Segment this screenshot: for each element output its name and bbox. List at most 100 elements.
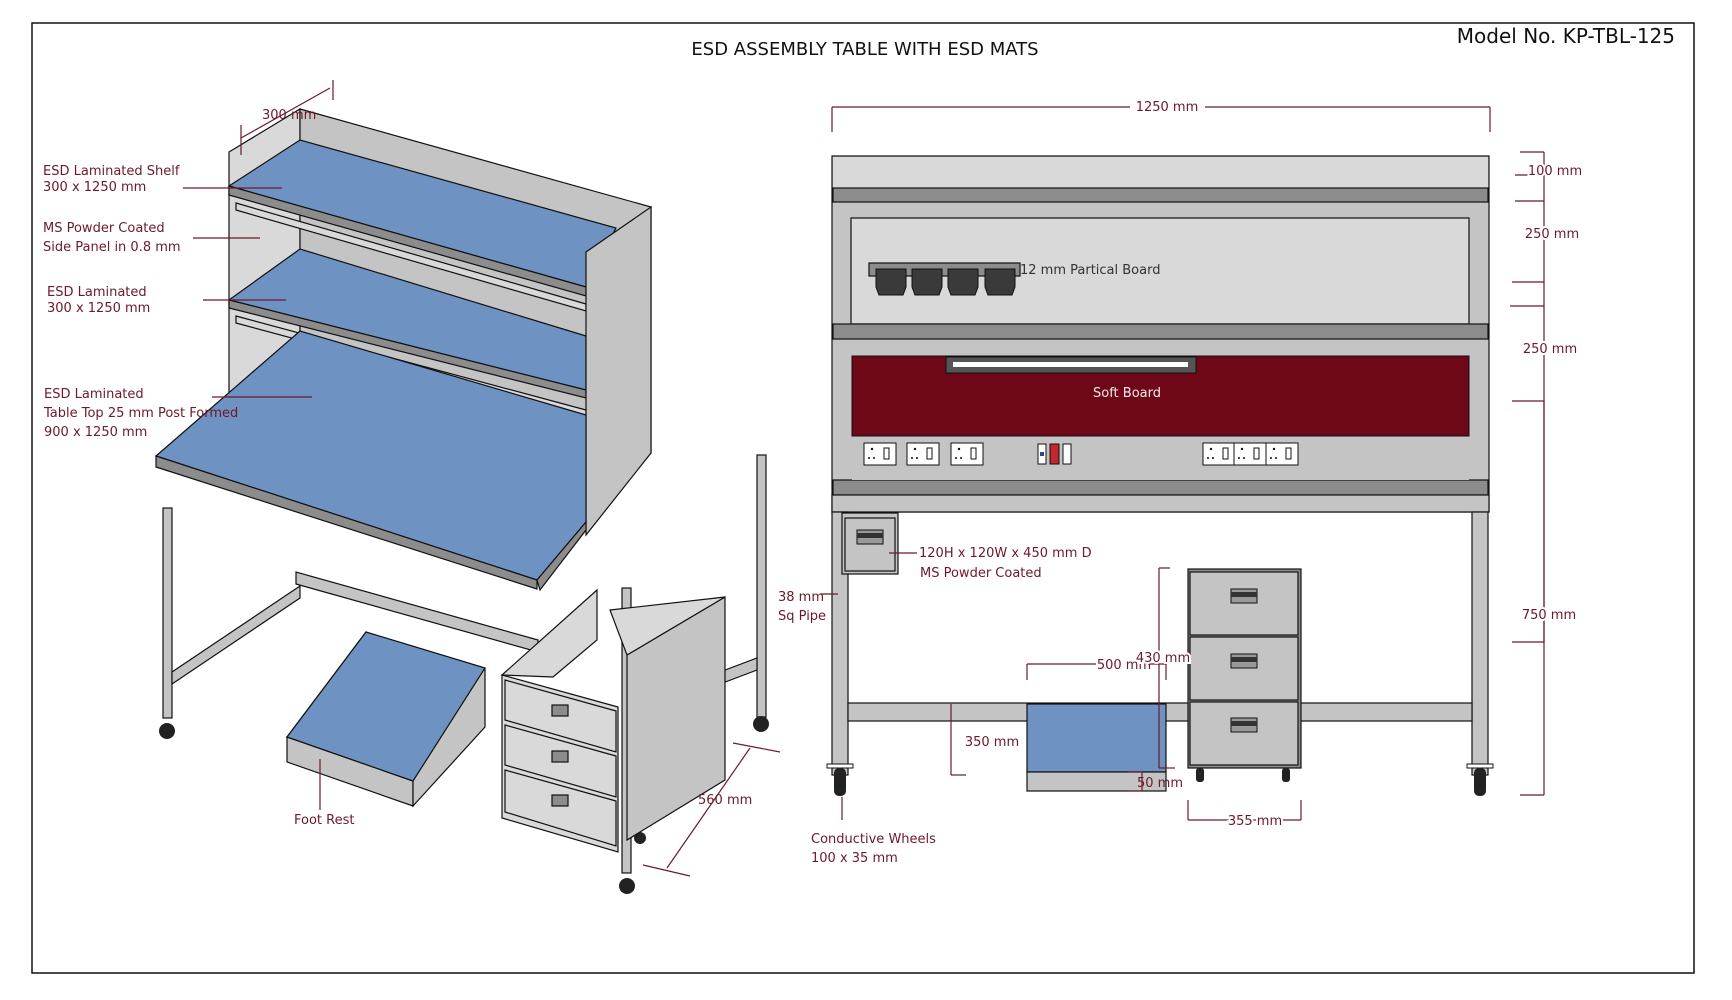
drawer-handle-icon [551, 794, 569, 807]
dim-height-table: 750 mm [1522, 608, 1576, 623]
bin-icon[interactable] [947, 268, 979, 296]
socket-strip [852, 437, 1469, 480]
pedestal-drawer-3[interactable] [1189, 701, 1299, 766]
callout-side-panel-1: MS Powder Coated [43, 221, 165, 236]
dim-foot-rest-height: 350 mm [965, 735, 1019, 750]
tube-light-lamp [953, 362, 1188, 367]
front-foot-rest-base [1026, 771, 1167, 792]
sockets-right [1202, 442, 1299, 466]
bin-icon[interactable] [984, 268, 1016, 296]
iso-side-rail [171, 584, 301, 686]
label-wheels-2: 100 x 35 mm [811, 851, 898, 866]
switches [1037, 443, 1072, 465]
bins [875, 268, 1016, 296]
drawer-handle-slot [1231, 721, 1257, 726]
iso-wheel [753, 716, 769, 732]
dim-foot-rest-width: 500 mm [1097, 658, 1151, 673]
bin-icon[interactable] [911, 268, 943, 296]
callout-mid-shelf-2: 300 x 1250 mm [47, 301, 150, 316]
dim-pedestal-width: 355 mm [1228, 814, 1282, 829]
iso-right-side-panel [585, 205, 652, 537]
label-small-drawer-2: MS Powder Coated [920, 566, 1042, 581]
wheel-icon [1282, 768, 1290, 782]
drawer-handle-slot [1231, 657, 1257, 662]
dimension-tick [732, 742, 781, 753]
table-top-front [831, 494, 1490, 513]
leg-right [1471, 511, 1489, 776]
sockets-left [863, 442, 984, 466]
iso-table-top-edge [155, 455, 538, 590]
iso-wheel [634, 832, 646, 844]
switch-red-icon[interactable] [1049, 443, 1060, 465]
dim-pedestal-width-bg: 355 mm [1228, 814, 1282, 829]
socket-icon[interactable] [863, 442, 897, 466]
label-partical-board: 12 mm Partical Board [1020, 263, 1160, 278]
hutch-top-panel [833, 157, 1488, 188]
iso-drawer-pedestal [500, 588, 726, 853]
dimension-line [666, 747, 751, 869]
iso-foot-rest-mat [286, 631, 486, 782]
drawing-border [31, 22, 1695, 974]
bin-rail [868, 262, 1021, 277]
callout-side-panel-2: Side Panel in 0.8 mm [43, 240, 181, 255]
front-foot-rest-mat [1026, 703, 1167, 773]
iso-pedestal-top-back [609, 596, 726, 656]
socket-icon[interactable] [1233, 442, 1267, 466]
iso-drawer-3 [504, 769, 617, 847]
wheel-icon [834, 768, 846, 796]
dim-pedestal-height: 430 mm [1136, 651, 1190, 666]
dim-height-bg: 250 mm [1525, 227, 1579, 242]
drawer-handle-icon [551, 704, 569, 717]
dim-depth-drawer: 560 mm [698, 793, 752, 808]
dim-height-bg: 250 mm [1523, 342, 1577, 357]
switch-icon[interactable] [1062, 443, 1072, 465]
label-wheels-1: Conductive Wheels [811, 832, 936, 847]
label-pipe-1: 38 mm [778, 590, 824, 605]
iso-wheel [619, 878, 635, 894]
dim-pedestal-height-bg: 430 mm [1136, 651, 1190, 666]
bin-icon[interactable] [875, 268, 907, 296]
model-number: Model No. KP-TBL-125 [1457, 24, 1675, 48]
drawing-title: ESD ASSEMBLY TABLE WITH ESD MATS [691, 39, 1038, 60]
dim-foot-rest-base: 50 mm [1137, 776, 1183, 791]
wheel-mount [826, 763, 854, 769]
socket-icon[interactable] [950, 442, 984, 466]
iso-pedestal-top [500, 588, 598, 678]
label-pipe-2: Sq Pipe [778, 609, 826, 624]
socket-icon[interactable] [906, 442, 940, 466]
socket-pins [868, 447, 1292, 460]
iso-table-top-side-edge [536, 520, 587, 592]
hutch-top-rail [832, 187, 1489, 203]
dim-width: 1250 mm [1136, 100, 1199, 115]
socket-icon[interactable] [1202, 442, 1236, 466]
iso-leg-front-left [162, 507, 173, 719]
drawer-handle-slot [857, 533, 883, 538]
iso-foot-rest [285, 631, 486, 808]
label-small-drawer-1: 120H x 120W x 450 mm D [919, 546, 1092, 561]
callout-shelf-2: 300 x 1250 mm [43, 180, 146, 195]
isometric-view: 300 mm ESD Laminated Shelf 300 x 1250 mm… [43, 80, 781, 894]
callout-table-top-3: 900 x 1250 mm [44, 425, 147, 440]
drawer-handle-icon [551, 750, 569, 763]
dim-height-bg: 100 mm [1528, 164, 1582, 179]
indicator-icon [1040, 452, 1044, 456]
dim-height-softboard: 250 mm [1523, 342, 1577, 357]
wheel-icon [1474, 768, 1486, 796]
dim-height-top: 100 mm [1528, 164, 1582, 179]
socket-icon[interactable] [1265, 442, 1299, 466]
callout-table-top-2: Table Top 25 mm Post Formed [43, 406, 238, 421]
wheel-mount [1466, 763, 1494, 769]
wheel-icon [1196, 768, 1204, 782]
dimension-tick [642, 864, 691, 877]
front-view: 1250 mm 12 mm Partical Board Soft Board [778, 100, 1584, 866]
iso-wheel [159, 723, 175, 739]
callout-shelf-1: ESD Laminated Shelf [43, 164, 180, 179]
dim-height-board: 250 mm [1525, 227, 1579, 242]
callout-foot-rest: Foot Rest [294, 813, 354, 828]
dim-height-bg: 750 mm [1522, 608, 1576, 623]
label-soft-board: Soft Board [1093, 386, 1161, 401]
iso-back-rail [295, 571, 539, 653]
iso-leg-back-right [756, 454, 767, 718]
callout-mid-shelf-1: ESD Laminated [47, 285, 147, 300]
